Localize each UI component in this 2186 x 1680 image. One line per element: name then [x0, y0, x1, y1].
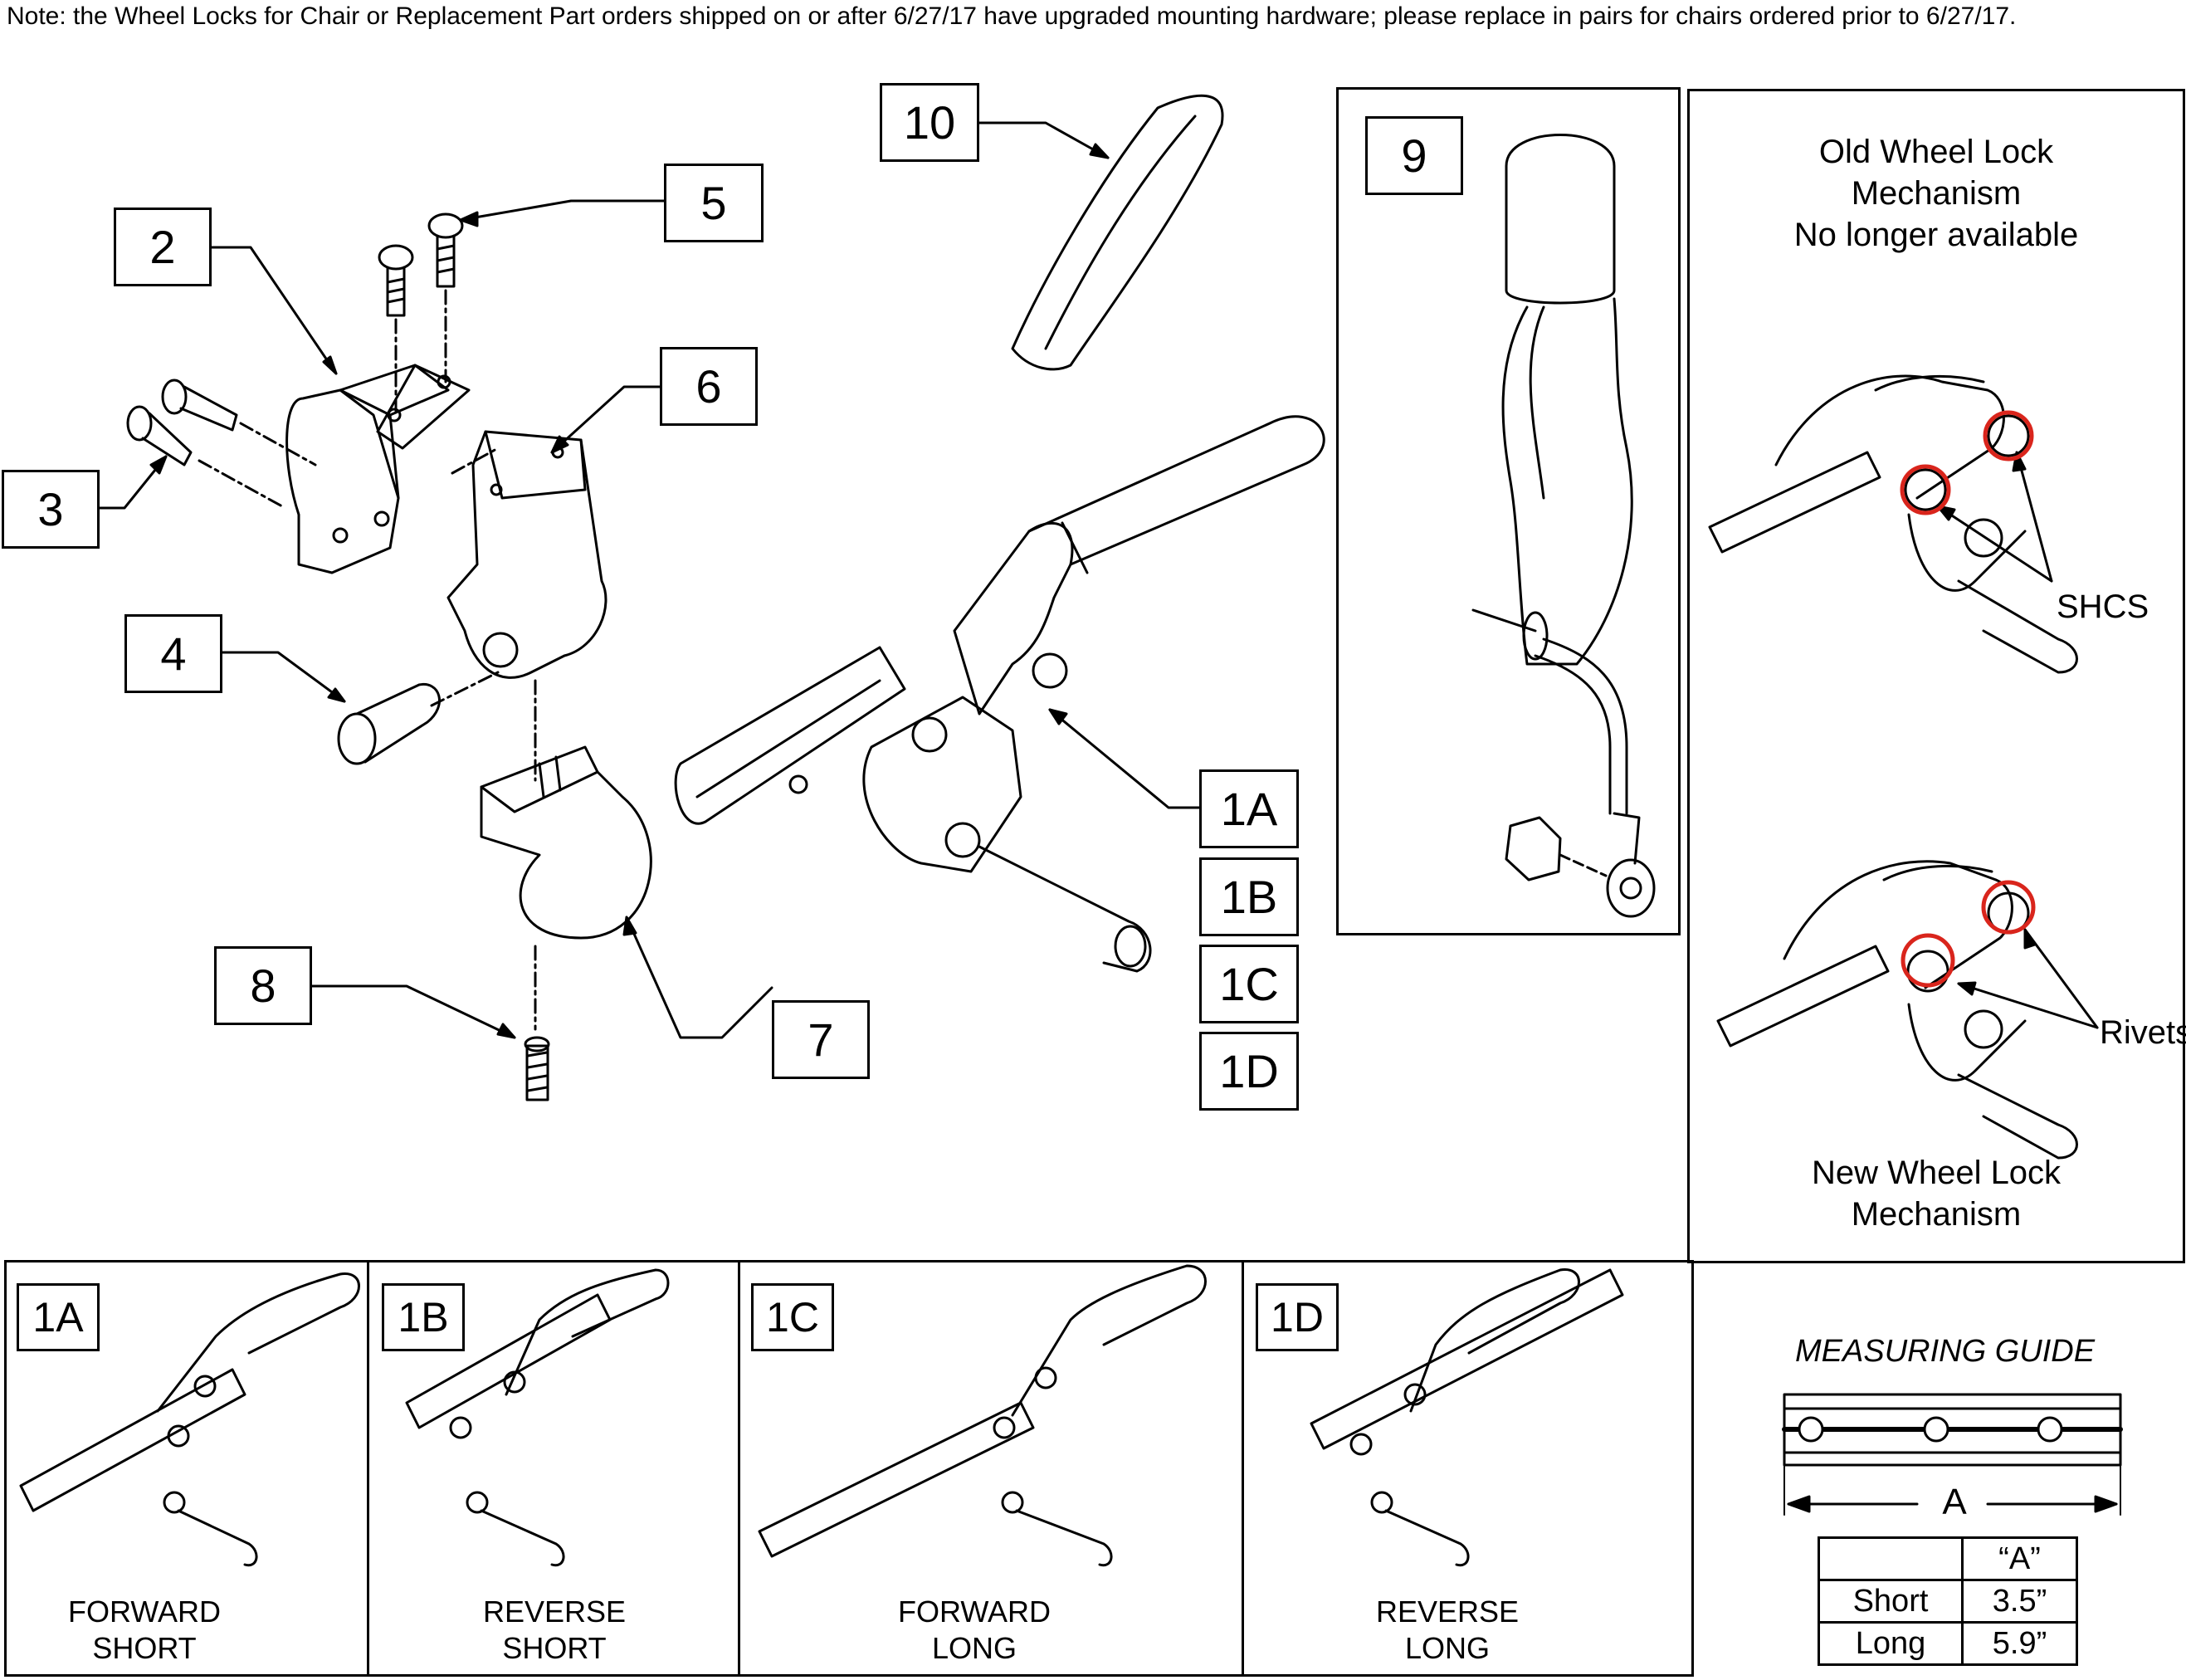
callout-6: 6: [660, 347, 758, 426]
part-8-drawing: [524, 1036, 550, 1101]
callout-1a: 1A: [1199, 769, 1299, 848]
table-header-cell: [1818, 1536, 1964, 1581]
table-row: Long 5.9”: [1818, 1621, 2078, 1666]
callout-1c: 1C: [1199, 945, 1299, 1023]
shcs-label: SHCS: [2057, 588, 2149, 625]
part-5-drawing: [378, 212, 464, 413]
rivets-arrows: [1957, 928, 2099, 1029]
callout-2: 2: [114, 208, 212, 286]
measuring-guide-drawing: [1782, 1393, 2123, 1516]
part-9-panel: [1336, 87, 1681, 935]
variant-1d-panel: [1242, 1260, 1694, 1677]
callout-10: 10: [880, 83, 979, 162]
variant-1c-drawing: [758, 1264, 1207, 1567]
part-10-drawing: [1011, 94, 1224, 371]
callout-4: 4: [124, 614, 222, 693]
part-7-drawing: [480, 679, 652, 1031]
variant-1a-drawing: [19, 1272, 360, 1567]
part-2-drawing: [285, 364, 471, 574]
variant-1b-tag: 1B: [382, 1283, 465, 1351]
new-mechanism-drawing: [1716, 860, 2078, 1160]
callout-1d: 1D: [1199, 1032, 1299, 1111]
callout-7: 7: [772, 1000, 870, 1079]
measuring-guide-title: MEASURING GUIDE: [1795, 1334, 2096, 1369]
table-row: Short 3.5”: [1818, 1579, 2078, 1624]
callout-9: 9: [1365, 116, 1463, 195]
measuring-guide-table: “A” Short 3.5” Long 5.9”: [1818, 1536, 2078, 1666]
callout-3: 3: [2, 470, 100, 549]
variant-1c-tag: 1C: [751, 1283, 834, 1351]
variant-1d-drawing: [1310, 1268, 1624, 1567]
variant-1d-tag: 1D: [1256, 1283, 1339, 1351]
callout-8: 8: [214, 946, 312, 1025]
callout-1b: 1B: [1199, 857, 1299, 936]
table-cell: 5.9”: [1961, 1621, 2078, 1666]
table-cell: Long: [1818, 1621, 1964, 1666]
part-9-drawing: [1471, 134, 1656, 918]
part-4-drawing: [337, 671, 500, 765]
callout-5: 5: [664, 164, 764, 242]
dimension-a-label: A: [1942, 1482, 1967, 1522]
rivets-label: Rivets: [2100, 1014, 2186, 1051]
highlight-circles: [1900, 410, 2036, 988]
leader-lines: [96, 121, 1203, 1039]
variant-1b-drawing: [405, 1268, 670, 1567]
mechanism-panel: [1687, 89, 2185, 1263]
table-cell: Short: [1818, 1579, 1964, 1624]
table-cell: 3.5”: [1961, 1579, 2078, 1624]
table-row: “A”: [1818, 1536, 2078, 1581]
part-1-drawing: [674, 415, 1325, 973]
part-3-drawing: [126, 378, 317, 508]
new-mechanism-title: New Wheel Lock Mechanism: [1811, 1155, 2062, 1233]
note-text: Note: the Wheel Locks for Chair or Repla…: [7, 2, 2017, 30]
old-mechanism-title: Old Wheel Lock Mechanism No longer avail…: [1793, 134, 2079, 253]
part-6-drawing: [446, 430, 607, 679]
variant-1a-tag: 1A: [17, 1283, 100, 1351]
old-mechanism-drawing: [1708, 374, 2078, 674]
table-header-cell: “A”: [1961, 1536, 2078, 1581]
